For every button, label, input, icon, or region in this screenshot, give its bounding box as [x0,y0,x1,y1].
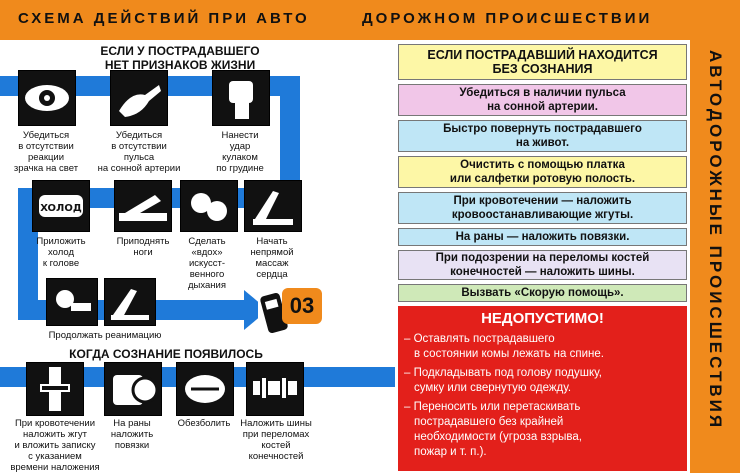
bandage-roll-icon [104,362,162,416]
fist-icon [212,70,270,126]
banner-title-right: ДОРОЖНОМ ПРОИСШЕСТВИИ [362,10,653,27]
flow-arrow-right [280,76,300,191]
side-title: АВТОДОРОЖНЫЕ ПРОИСШЕСТВИЯ [706,49,725,431]
eye-icon [18,70,76,126]
forbidden-item-2: – Подкладывать под голову подушку,сумку … [404,367,602,394]
forbidden-title: НЕДОПУСТИМО! [481,310,604,327]
flow-arrow-head [244,290,268,330]
cpr-hands-icon [244,180,302,232]
resuscitation-icon-2 [104,278,156,326]
splint-icon [246,362,304,416]
forbidden-panel [398,306,687,471]
continue-caption: Продолжать реанимацию [48,330,162,341]
step-caption-pain: Обезболить [177,418,231,429]
cold-pack-icon: XOЛOД [32,180,90,232]
emergency-number: 03 [282,288,322,324]
top-banner [0,0,690,40]
conscious-heading: КОГДА СОЗНАНИЕ ПОЯВИЛОСЬ [69,347,263,361]
unconscious-step-5: На раны — наложить повязки. [398,228,687,246]
svg-text:XOЛOД: XOЛOД [40,203,82,214]
tourniquet-icon [26,362,84,416]
rescue-breath-icon [180,180,238,232]
unconscious-step-7: Вызвать «Скорую помощь». [398,284,687,302]
pill-icon [176,362,234,416]
no-life-heading: ЕСЛИ У ПОСТРАДАВШЕГО НЕТ ПРИЗНАКОВ ЖИЗНИ [100,44,260,72]
side-strip [690,0,740,473]
banner-title-left: СХЕМА ДЕЙСТВИЙ ПРИ АВТО [18,10,310,27]
resuscitation-icon-1 [46,278,98,326]
pulse-hand-icon [110,70,168,126]
raised-legs-icon [114,180,172,232]
